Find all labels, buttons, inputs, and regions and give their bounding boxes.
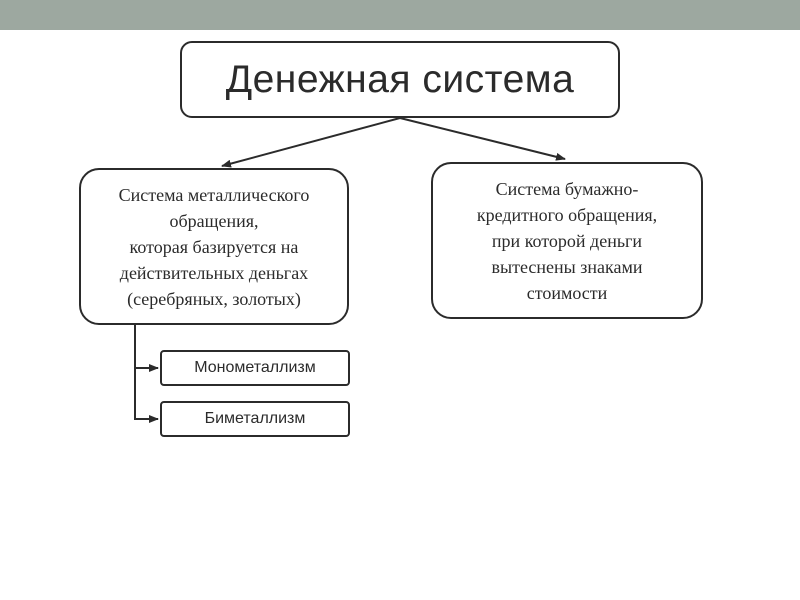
monometallism-label: Монометаллизм [194,359,316,376]
bimetallism-box: Биметаллизм [160,401,350,437]
arrow-to-metal-system [221,117,401,168]
paper-system-box: Система бумажно- кредитного обращения, п… [431,162,703,319]
metal-system-text: Система металлического обращения, котора… [118,184,310,309]
bimetallism-label: Биметаллизм [204,410,306,427]
diagram-title: Денежная система [225,57,575,101]
arrow-to-paper-system [399,117,566,161]
monometallism-box: Монометаллизм [160,350,350,386]
top-bar [0,0,800,30]
title-box: Денежная система [180,41,620,118]
paper-system-text: Система бумажно- кредитного обращения, п… [476,178,658,303]
metal-system-box: Система металлического обращения, котора… [79,168,349,325]
